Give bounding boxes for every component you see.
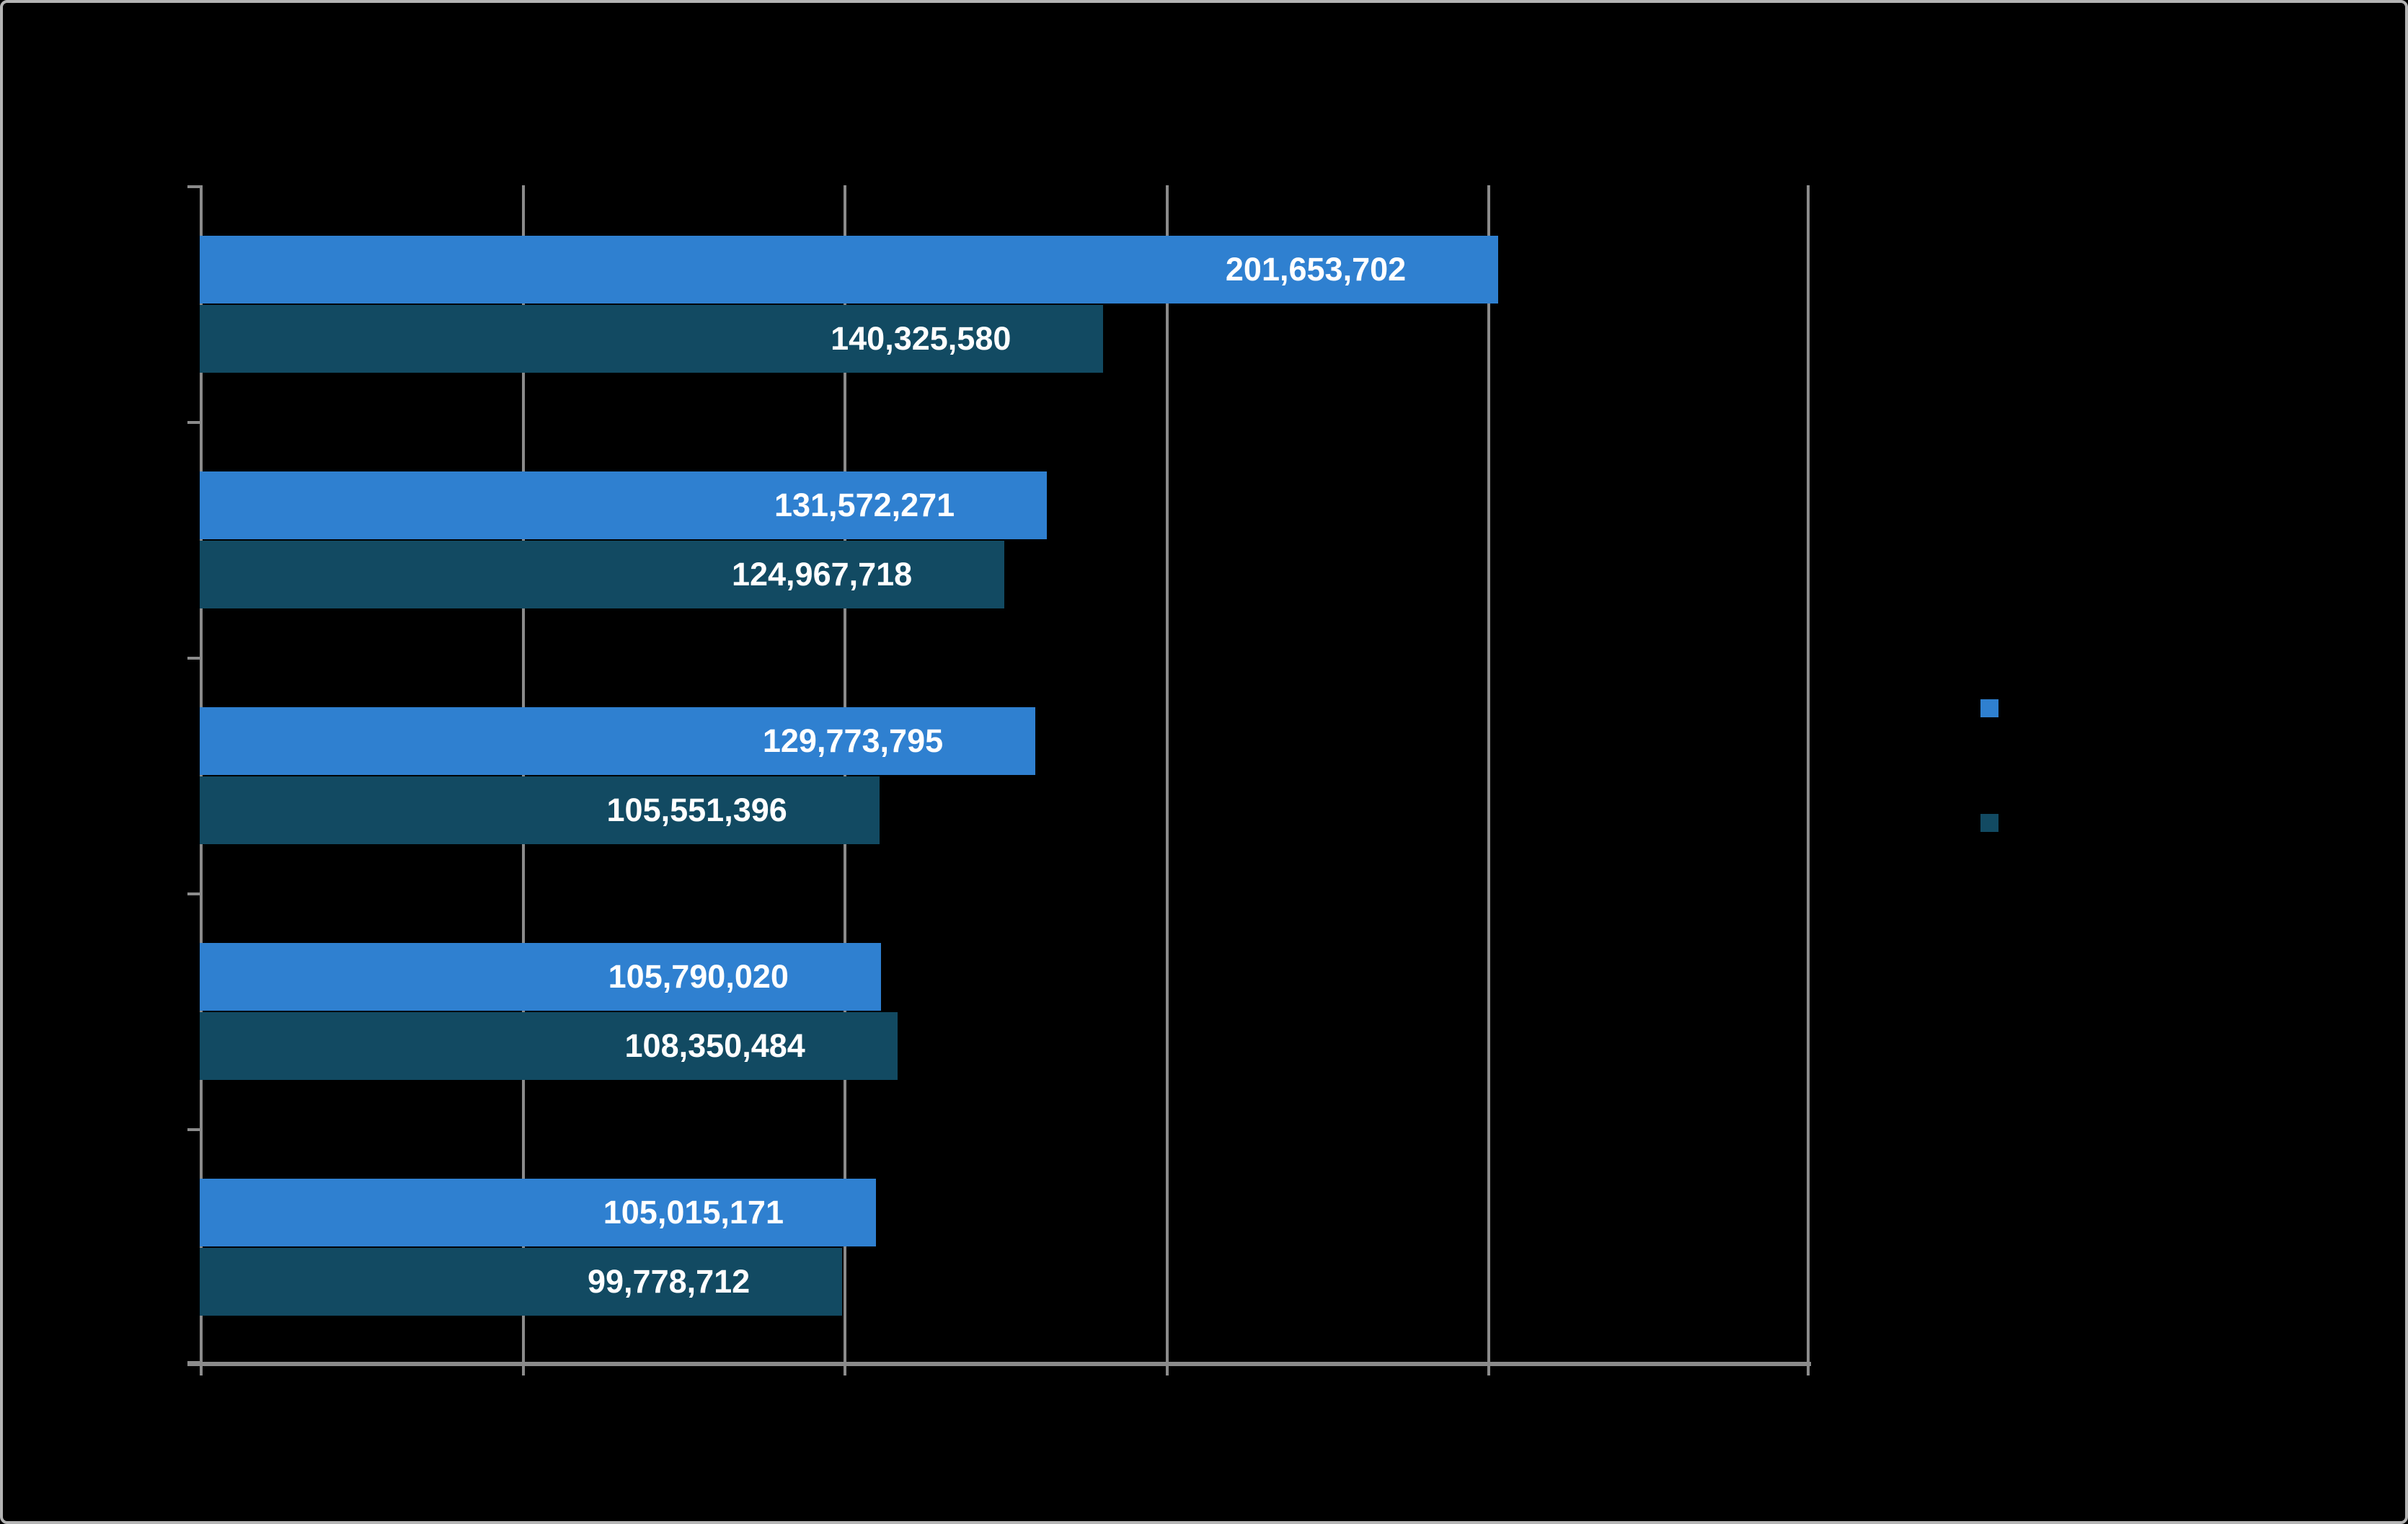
- bar-value-label: 105,790,020: [608, 958, 789, 995]
- y-axis-tick: [187, 421, 200, 424]
- legend-swatch-2: [1980, 814, 1998, 832]
- gridline: [1165, 185, 1169, 1364]
- x-axis-tick: [1165, 1364, 1169, 1375]
- x-axis-tick: [521, 1364, 525, 1375]
- bar-blue-series-group3: 129,773,795: [200, 707, 1036, 775]
- bar-blue-series-group5: 105,015,171: [200, 1179, 876, 1246]
- x-axis-tick: [200, 1364, 203, 1375]
- bar-value-label: 131,572,271: [774, 487, 955, 523]
- x-axis-tick: [1807, 1364, 1810, 1375]
- bar-value-label: 105,551,396: [606, 792, 787, 828]
- bar-dark-teal-series-group4: 108,350,484: [200, 1012, 898, 1080]
- gridline: [1807, 185, 1810, 1364]
- bar-value-label: 124,967,718: [731, 556, 913, 593]
- y-axis-tick: [187, 185, 200, 188]
- bar-dark-teal-series-group3: 105,551,396: [200, 776, 880, 844]
- bar-blue-series-group2: 131,572,271: [200, 471, 1048, 539]
- bar-value-label: 108,350,484: [624, 1027, 805, 1064]
- x-axis-tick: [844, 1364, 847, 1375]
- x-axis-line: [187, 1362, 1811, 1366]
- bar-value-label: 140,325,580: [831, 320, 1012, 357]
- bar-blue-series-group1: 201,653,702: [200, 236, 1499, 304]
- y-axis-tick: [187, 1128, 200, 1131]
- y-axis-tick: [187, 892, 200, 895]
- bar-blue-series-group4: 105,790,020: [200, 943, 881, 1011]
- bar-dark-teal-series-group2: 124,967,718: [200, 541, 1005, 608]
- bar-value-label: 99,778,712: [587, 1263, 751, 1300]
- bar-value-label: 105,015,171: [603, 1194, 784, 1231]
- gridline: [1487, 185, 1491, 1364]
- bar-dark-teal-series-group5: 99,778,712: [200, 1248, 843, 1316]
- plot-area: 201,653,702 131,572,271 129,773,795 105,790…: [187, 185, 1811, 1375]
- x-axis-tick: [1487, 1364, 1491, 1375]
- bar-value-label: 129,773,795: [762, 722, 944, 759]
- bar-dark-teal-series-group1: 140,325,580: [200, 305, 1104, 373]
- legend-swatch-1: [1980, 699, 1998, 717]
- bar-value-label: 201,653,702: [1225, 251, 1407, 288]
- y-axis-tick: [187, 657, 200, 660]
